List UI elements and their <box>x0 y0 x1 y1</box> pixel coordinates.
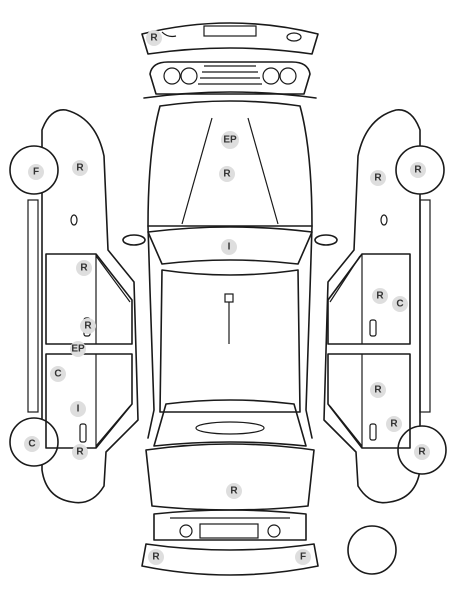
svg-text:I: I <box>77 404 80 415</box>
damage-marker: I <box>70 401 86 417</box>
svg-text:R: R <box>223 169 231 180</box>
damage-marker: EP <box>70 341 86 357</box>
rear-lights <box>143 61 317 99</box>
svg-text:R: R <box>150 33 158 44</box>
damage-marker: R <box>148 549 164 565</box>
damage-marker: R <box>370 382 386 398</box>
damage-marker: R <box>72 160 88 176</box>
front-bumper <box>141 543 319 576</box>
svg-text:R: R <box>152 552 160 563</box>
svg-text:C: C <box>28 439 35 450</box>
damage-marker: R <box>226 483 242 499</box>
right-side-view <box>323 109 447 504</box>
damage-marker: R <box>370 170 386 186</box>
svg-text:F: F <box>33 167 39 178</box>
svg-text:R: R <box>374 385 382 396</box>
damage-marker: R <box>219 166 235 182</box>
damage-marker: R <box>414 444 430 460</box>
front-lights <box>153 509 307 541</box>
svg-text:EP: EP <box>223 135 237 146</box>
damage-marker: R <box>146 30 162 46</box>
svg-text:F: F <box>300 552 306 563</box>
svg-text:R: R <box>390 419 398 430</box>
damage-marker: R <box>76 260 92 276</box>
svg-text:C: C <box>54 369 61 380</box>
svg-text:R: R <box>414 165 422 176</box>
damage-marker: F <box>28 164 44 180</box>
damage-marker: I <box>221 239 237 255</box>
damage-marker: R <box>72 444 88 460</box>
svg-text:R: R <box>76 163 84 174</box>
svg-text:I: I <box>228 242 231 253</box>
svg-text:C: C <box>396 299 403 310</box>
damage-marker: R <box>372 288 388 304</box>
car-top-view <box>122 100 338 511</box>
spare-wheel <box>347 525 397 575</box>
rear-bumper <box>141 22 319 55</box>
damage-marker: F <box>295 549 311 565</box>
svg-text:R: R <box>76 447 84 458</box>
damage-marker: C <box>392 296 408 312</box>
damage-marker: C <box>24 436 40 452</box>
svg-text:R: R <box>80 263 88 274</box>
damage-marker: EP <box>221 131 239 149</box>
svg-text:R: R <box>374 173 382 184</box>
damage-marker: R <box>80 318 96 334</box>
svg-text:R: R <box>230 486 238 497</box>
damage-marker: R <box>410 162 426 178</box>
svg-text:R: R <box>376 291 384 302</box>
svg-text:R: R <box>84 321 92 332</box>
svg-text:EP: EP <box>71 344 85 355</box>
svg-text:R: R <box>418 447 426 458</box>
damage-marker: R <box>386 416 402 432</box>
damage-markers: R EP R I R F R R R EP C I C R R R R C R … <box>24 30 430 565</box>
damage-marker: C <box>50 366 66 382</box>
